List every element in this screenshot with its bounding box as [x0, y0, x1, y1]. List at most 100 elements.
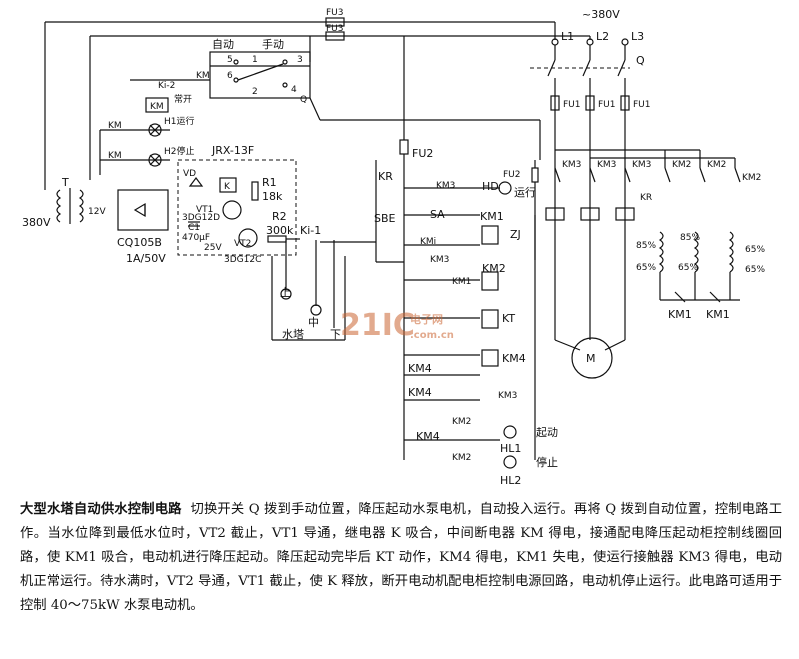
tap-85-b: 85%	[680, 233, 700, 243]
sa-label: SA	[430, 208, 445, 221]
sw-3: 3	[297, 55, 303, 65]
km3-contact-3: KM3	[632, 160, 651, 170]
vd-label: VD	[183, 169, 196, 179]
sw-5: 5	[227, 55, 233, 65]
circuit-diagram: FU3 FU3 ~380V L1 L2 L3 Q FU1 FU1 FU1	[22, 8, 765, 487]
manual-label: 手动	[262, 37, 284, 51]
supply-voltage: ~380V	[582, 8, 620, 21]
jrx-board	[177, 159, 300, 256]
water-tower	[271, 240, 346, 341]
tap-65-a: 65%	[636, 263, 656, 273]
motor-label: M	[586, 352, 596, 365]
km4-contact2-label: KM4	[408, 386, 432, 399]
t-label: T	[61, 176, 69, 189]
tap-65-c: 65%	[745, 245, 765, 255]
vt2-label: VT2	[234, 239, 251, 249]
vt2-model: 3DG12C	[224, 255, 261, 265]
caption-title: 大型水塔自动供水控制电路	[20, 502, 182, 517]
r1-value: 18k	[262, 190, 283, 203]
run-label: 运行	[514, 186, 536, 199]
km3-contact-1: KM3	[562, 160, 581, 170]
km3-contact-2: KM3	[597, 160, 616, 170]
km2-lamp-label: KM2	[452, 417, 471, 427]
start-label: 起动	[536, 426, 558, 439]
fu1-label-a: FU1	[563, 100, 581, 110]
km1-contact-b: KM1	[706, 308, 730, 321]
always-open-label: 常开	[174, 93, 192, 105]
stop-label: 停止	[536, 455, 558, 469]
motor	[554, 337, 626, 379]
watermark-main: 21IC	[340, 308, 415, 343]
fu1-label-b: FU1	[598, 100, 616, 110]
contactor-branches	[531, 149, 741, 260]
ki2-label: Ki-2	[158, 81, 175, 91]
r1-label: R1	[262, 176, 277, 189]
fu3b-fuse	[325, 31, 345, 41]
fu2b-label: FU2	[503, 170, 521, 180]
km4-lamp-label: KM4	[416, 430, 440, 443]
r2-label: R2	[272, 210, 287, 223]
km1-nc-label: KM1	[452, 277, 471, 287]
level-low: 下	[330, 328, 341, 341]
control-circuit	[320, 36, 536, 469]
km2-lamp2-label: KM2	[452, 453, 471, 463]
km-lamp1-label: KM	[108, 121, 122, 131]
caption: 大型水塔自动供水控制电路 切换开关 Q 拨到手动位置，降压起动水泵电机，自动投入…	[20, 498, 782, 618]
kt-label: KT	[502, 312, 515, 325]
fu3-fuse	[325, 17, 345, 27]
ki1-label: Ki-1	[300, 224, 321, 237]
autotransformer	[658, 231, 740, 303]
hd-label: HD	[482, 180, 499, 193]
supply-lines	[44, 17, 591, 190]
tap-65-b: 65%	[678, 263, 698, 273]
km2-contact-1: KM2	[672, 160, 691, 170]
sw-q: Q	[300, 95, 307, 105]
c1-label: C1	[188, 223, 200, 233]
km2-contact-2: KM2	[707, 160, 726, 170]
km-coil-label: KM	[150, 102, 164, 112]
l3-label: L3	[631, 30, 644, 43]
sw-2: 2	[252, 87, 258, 97]
watermark-bottom: .com.cn	[410, 330, 454, 341]
km3-coil2-label: KM3	[498, 391, 517, 401]
tap-85-a: 85%	[636, 241, 656, 251]
km-coil-box	[145, 97, 169, 113]
h1-run-label: H1运行	[164, 115, 195, 127]
kr2-label: KR	[640, 193, 652, 203]
sw-4: 4	[291, 85, 297, 95]
transformer	[56, 188, 84, 224]
hl2-label: HL2	[500, 474, 521, 487]
km3-nc-label: KM3	[430, 255, 449, 265]
tap-65-d: 65%	[745, 265, 765, 275]
bridge-label: CQ105B	[117, 236, 162, 249]
selector-switch	[130, 36, 311, 99]
h2-stop-label: H2停止	[164, 145, 195, 157]
terminal-l3	[621, 38, 629, 46]
sbe-label: SBE	[374, 212, 396, 225]
watermark: 21IC 电子网 .com.cn	[340, 308, 454, 343]
l2-label: L2	[596, 30, 609, 43]
tower-label: 水塔	[282, 328, 304, 341]
vt1-label: VT1	[196, 205, 213, 215]
km2-coil-label: KM2	[482, 262, 506, 275]
r2-value: 300k	[266, 224, 294, 237]
c1-value: 470μF	[182, 233, 210, 243]
km4-contact-label: KM4	[408, 362, 432, 375]
caption-body: 切换开关 Q 拨到手动位置，降压起动水泵电机，自动投入运行。再将 Q 拨到自动位…	[20, 502, 782, 613]
bridge-rectifier	[117, 189, 169, 231]
jrx-label: JRX-13F	[211, 144, 254, 157]
v25-label: 25V	[204, 243, 222, 253]
main-breaker-q	[530, 45, 630, 340]
kr-label: KR	[378, 170, 393, 183]
fu3b-label: FU3	[326, 24, 344, 34]
level-up: 上	[280, 286, 291, 299]
bridge-rating: 1A/50V	[126, 252, 166, 265]
fu1-label-c: FU1	[633, 100, 651, 110]
km4-coil-label: KM4	[502, 352, 526, 365]
kmi-label: KMi	[420, 237, 436, 247]
q-label: Q	[636, 54, 645, 67]
vt1-model: 3DG12D	[182, 213, 220, 223]
sw-6: 6	[227, 71, 233, 81]
v380-label: 380V	[22, 216, 51, 229]
sw-1: 1	[252, 55, 258, 65]
